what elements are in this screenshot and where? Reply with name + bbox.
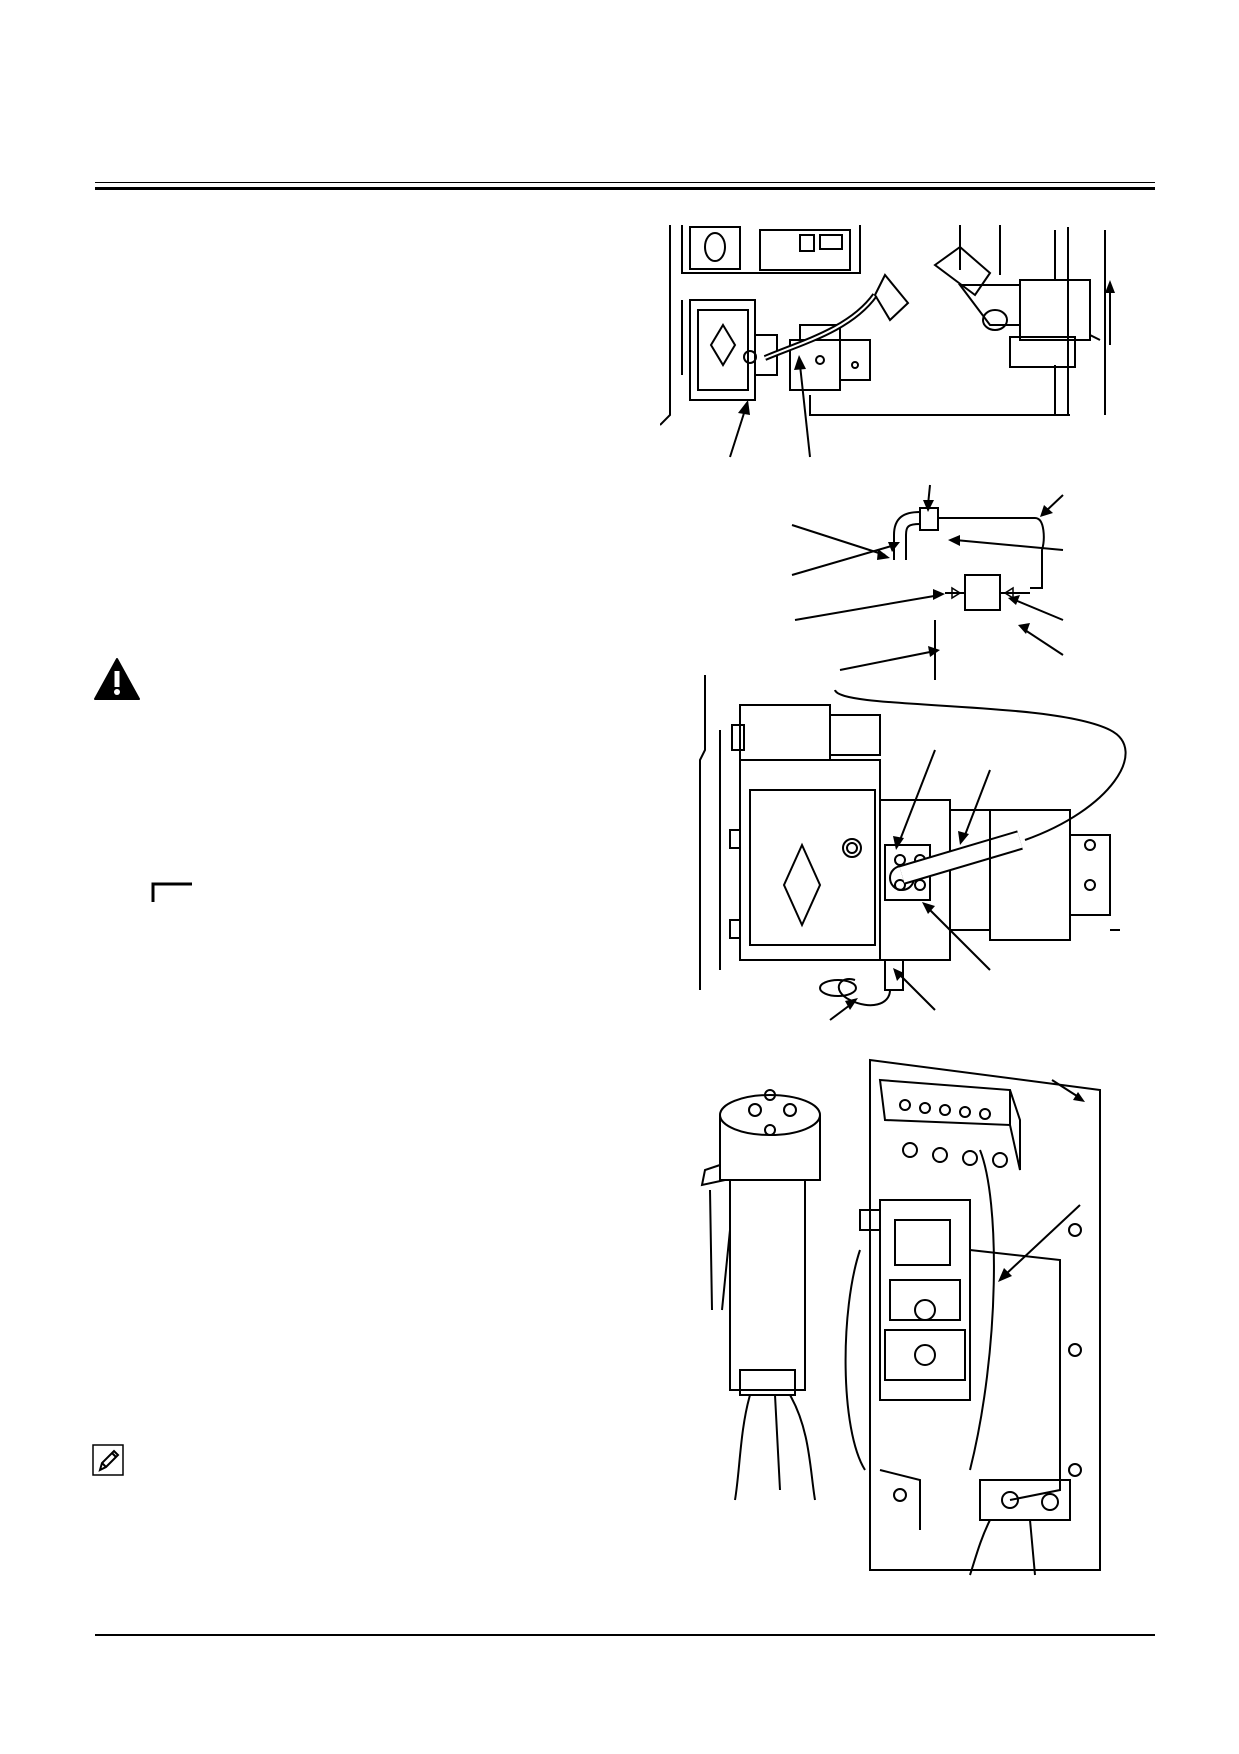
- warning-icon: [93, 657, 141, 701]
- hex-key-icon: [150, 880, 195, 904]
- figure-filter-valve-block: [680, 1050, 1120, 1580]
- figure-pump-top-view: [660, 225, 1130, 460]
- figure-hose-schematic: [780, 480, 1080, 680]
- figure-pump-detail: [690, 670, 1140, 1025]
- footer-rule: [95, 1634, 1155, 1636]
- pencil-note-icon: [92, 1444, 124, 1476]
- header-rule: [95, 187, 1155, 190]
- header-rule-thin: [95, 182, 1155, 183]
